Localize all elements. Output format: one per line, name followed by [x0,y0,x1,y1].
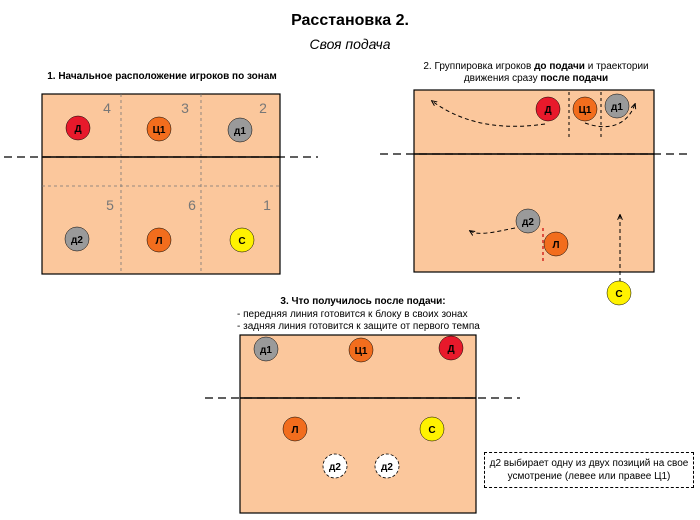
player-marker: Л [282,416,308,442]
player-marker: С [606,280,632,306]
panel3-caption-title: 3. Что получилось после подачи: [280,296,446,307]
panel2-court [380,89,690,273]
player-marker: Д [438,335,464,361]
panel3-note: д2 выбирает одну из двух позиций на свое… [484,452,694,488]
svg-text:Ц1: Ц1 [355,346,368,357]
svg-text:Л: Л [155,236,162,247]
player-marker: Л [543,231,569,257]
page-subtitle: Своя подача [309,36,391,52]
page-title: Расстановка 2. [291,12,409,29]
panel3-caption-line-1: - передняя линия готовится к блоку в сво… [237,309,468,320]
player-marker: Д [65,115,91,141]
player-marker: д1 [253,336,279,362]
svg-text:д2: д2 [71,235,83,246]
player-marker: С [419,416,445,442]
svg-text:С: С [238,236,245,247]
panel2-trajectories [432,101,635,282]
svg-text:д2: д2 [329,462,341,473]
svg-text:Ц1: Ц1 [153,125,166,136]
trajectory-arrow [470,227,516,233]
panel2-players: Д Ц1 д1 д2 Л С [515,93,632,306]
zone-number: 3 [181,100,189,116]
zone-number: 6 [188,197,196,213]
svg-text:Ц1: Ц1 [579,105,592,116]
player-marker: Л [146,227,172,253]
player-marker: Ц1 [146,116,172,142]
player-marker: Ц1 [348,337,374,363]
svg-text:С: С [615,289,622,300]
player-marker: д2 [64,226,90,252]
svg-text:д1: д1 [234,126,246,137]
svg-text:Д: Д [544,105,551,116]
player-option-marker: д2 [322,453,348,479]
panel2-caption: 2. Группировка игроков до подачи и траек… [423,61,649,84]
svg-text:Д: Д [74,124,81,135]
player-marker: Д [535,96,561,122]
panel1-caption: 1. Начальное расположение игроков по зон… [47,71,277,82]
panel3-caption-line-2: - задняя линия готовится к защите от пер… [237,321,480,332]
player-option-marker: д2 [374,453,400,479]
player-marker: Ц1 [572,96,598,122]
panel1-players: Д Ц1 д1 д2 Л С [64,115,255,253]
svg-text:Л: Л [291,425,298,436]
svg-text:д1: д1 [611,102,623,113]
player-marker: д2 [515,208,541,234]
svg-text:С: С [428,425,435,436]
court-area [413,89,655,273]
zone-number: 2 [259,100,267,116]
player-marker: д1 [604,93,630,119]
zone-number: 4 [103,100,111,116]
svg-text:Л: Л [552,240,559,251]
svg-text:д1: д1 [260,345,272,356]
trajectory-arrow [432,101,546,127]
zone-number: 5 [106,197,114,213]
svg-text:д2: д2 [522,217,534,228]
svg-text:Д: Д [447,344,454,355]
zone-number: 1 [263,197,271,213]
player-marker: д1 [227,117,253,143]
player-marker: С [229,227,255,253]
svg-text:д2: д2 [381,462,393,473]
panel3-players: д1 Ц1 Д Л С д2 д2 [253,335,464,479]
